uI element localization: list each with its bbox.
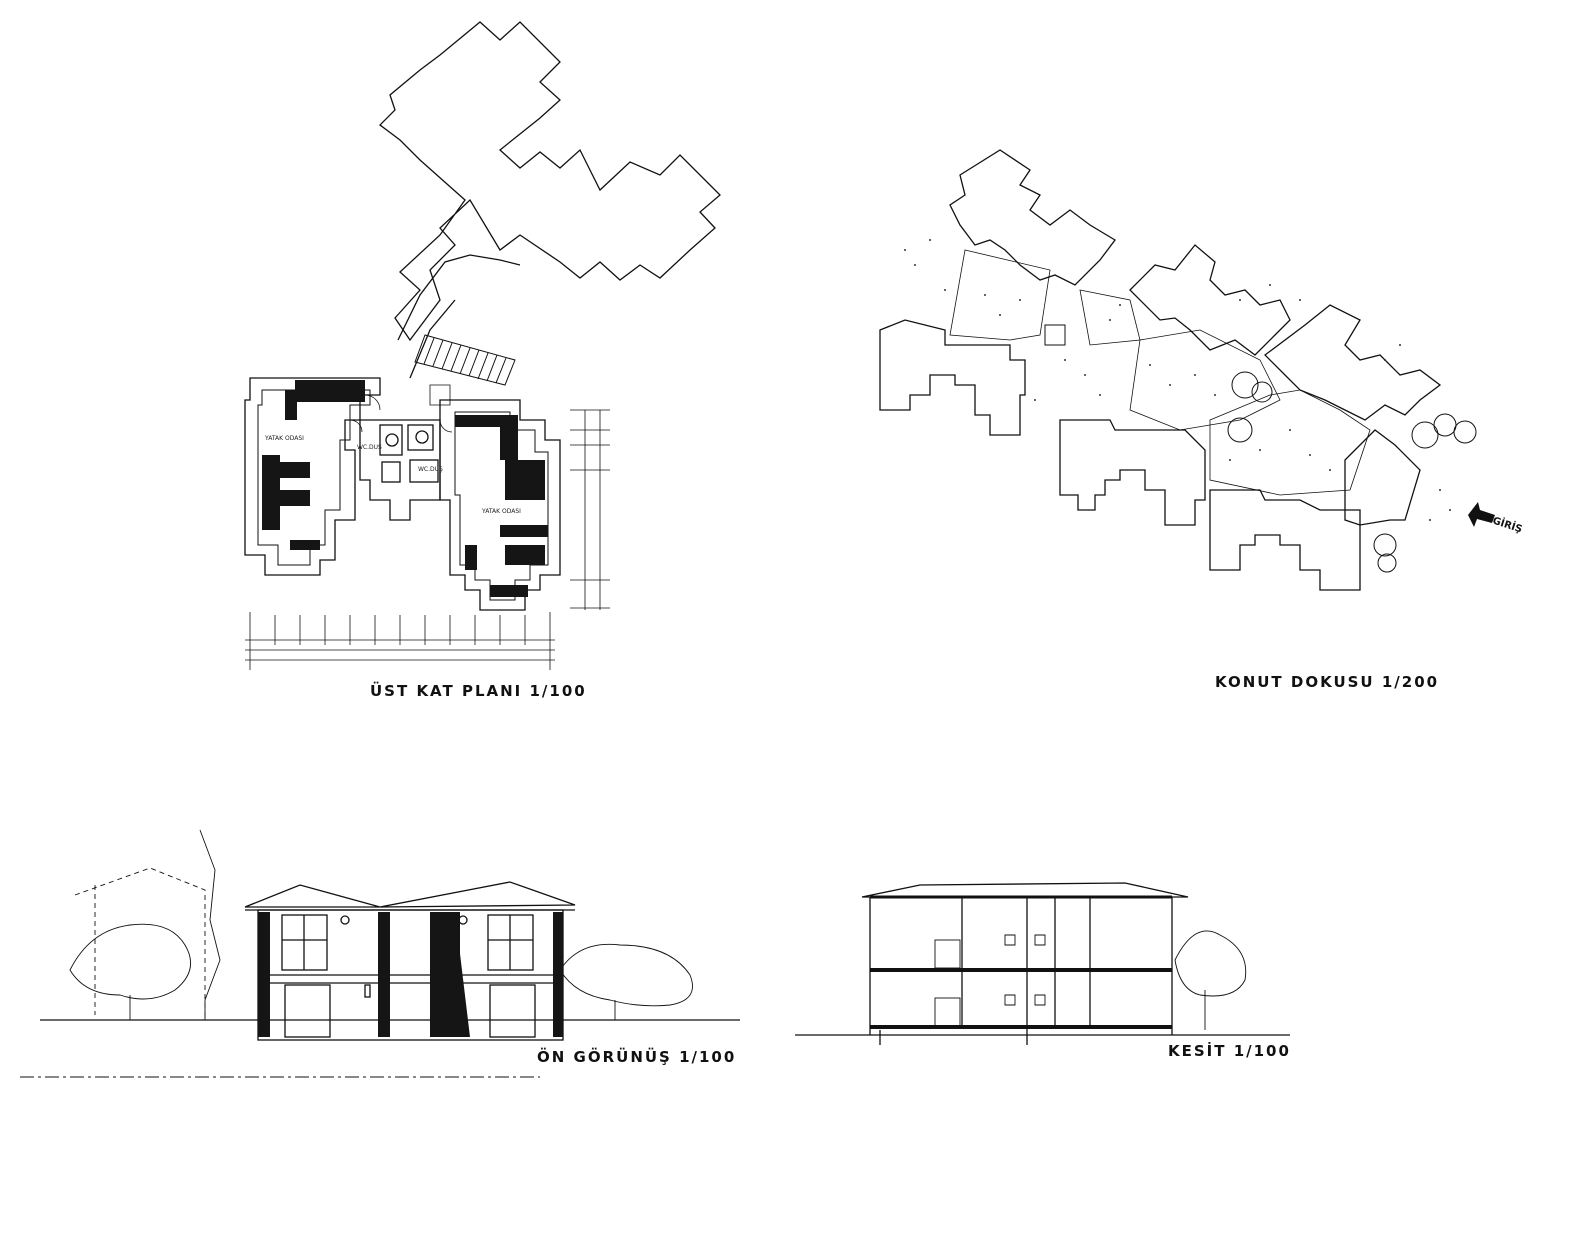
site-building-3 (1129, 244, 1291, 356)
site-building-7 (1344, 429, 1421, 526)
roof-right (379, 881, 576, 908)
room-label-wc-left: WC.DUŞ (357, 444, 382, 451)
stair-hatch (414, 334, 516, 386)
site-fabric-plan (879, 149, 1477, 591)
entrance-arrow-icon (1468, 502, 1495, 527)
site-building-1 (879, 319, 1026, 436)
room-label-bedroom-right: YATAK ODASI (482, 508, 521, 515)
building-section (795, 882, 1290, 1045)
front-elevation-title: ÖN GÖRÜNÜŞ 1/100 (537, 1048, 737, 1066)
site-building-4 (1264, 304, 1442, 421)
site-building-2 (949, 149, 1116, 286)
upper-floor-plan-title: ÜST KAT PLANI 1/100 (370, 682, 587, 700)
site-building-5 (1059, 419, 1206, 526)
roof-left (244, 884, 381, 908)
room-label-bedroom-left: YATAK ODASI (265, 435, 304, 442)
site-texture (904, 239, 1451, 521)
plan-dark-fills (262, 380, 548, 597)
front-elevation (20, 829, 740, 1078)
section-title: KESİT 1/100 (1168, 1042, 1291, 1060)
central-core (359, 419, 441, 521)
site-building-6 (1209, 489, 1361, 591)
elevation-dark-fills (258, 912, 563, 1037)
plan-dimensions (245, 409, 610, 670)
adjacent-building-outline (379, 21, 721, 342)
site-fabric-title: KONUT DOKUSU 1/200 (1215, 673, 1440, 691)
upper-floor-plan (244, 21, 721, 611)
room-label-wc-right: WC.DUŞ (418, 466, 443, 473)
